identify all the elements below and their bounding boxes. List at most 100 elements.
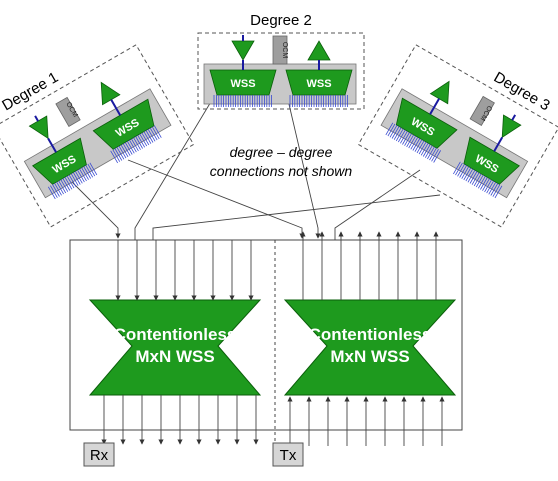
degree-3-wss-left (395, 97, 458, 149)
fiber-port-line (457, 163, 465, 177)
svg-text:WSS: WSS (230, 78, 255, 90)
fiber-port-line (473, 173, 482, 187)
fiber-port-line (484, 179, 492, 193)
fiber-port-line (427, 146, 435, 160)
note-line-2: connections not shown (210, 163, 353, 179)
fiber-port-line (433, 150, 441, 163)
degree-2-group: Degree 2 OCM WSS WSS (197, 12, 365, 110)
fiber-port-line (74, 170, 83, 184)
fiber-port-line (126, 140, 135, 154)
fiber-port-line (453, 161, 461, 175)
fiber-port-line (52, 184, 60, 197)
fiber-port-line (480, 177, 488, 190)
fiber-port-line (465, 168, 474, 182)
fiber-port-line (139, 133, 148, 147)
fiber-port-line (422, 144, 431, 157)
fiber-port-line (393, 127, 402, 140)
tx-input-arrows (287, 396, 445, 446)
fiber-port-line (47, 186, 56, 200)
fiber-port-line (68, 174, 77, 188)
degree-1-wss-right (92, 98, 155, 150)
fiber-port-line (62, 178, 71, 191)
degree-3-preamp-icon (501, 114, 522, 139)
svg-text:OCM: OCM (281, 42, 288, 59)
fiber-port-line (477, 175, 486, 189)
fiber-port-line (385, 122, 394, 136)
contentionless-module-right: Contentionless MxN WSS (283, 299, 457, 396)
fiber-port-line (418, 141, 427, 155)
fiber-port-line (122, 143, 131, 156)
fiber-port-line (153, 125, 162, 138)
fiber-port-line (66, 175, 75, 189)
rx-output-arrows (101, 395, 259, 445)
svg-text:WSS: WSS (306, 78, 331, 90)
degree-1-ocm-box (55, 96, 81, 127)
svg-text:Rx: Rx (90, 447, 109, 464)
fiber-port-line (137, 134, 146, 148)
fiber-port-line (404, 133, 412, 146)
fiber-port-line (120, 144, 129, 158)
fiber-port-line (64, 176, 73, 190)
fiber-port-line (131, 138, 139, 152)
fiber-port-line (118, 145, 127, 159)
svg-text:Tx: Tx (280, 447, 297, 464)
fiber-port-line (114, 148, 123, 161)
fiber-port-line (391, 126, 400, 139)
fiber-port-line (77, 169, 85, 183)
fiber-port-line (79, 168, 87, 182)
fiber-port-line (143, 131, 152, 144)
degree-3-wss-right (463, 136, 520, 185)
degree-3-booster-icon (429, 80, 450, 105)
add-outputs-arrows (300, 231, 439, 300)
fiber-port-line (124, 142, 133, 155)
fiber-port-line (488, 181, 497, 195)
degree-1-preamp-icon (28, 115, 49, 140)
fiber-port-line (475, 174, 484, 188)
fiber-port-line (129, 139, 137, 153)
rx-port-label: Rx (83, 442, 115, 467)
degree-3-fiber-ports (385, 122, 503, 199)
degree-2-frame (197, 32, 365, 110)
fiber-port-line (149, 127, 158, 141)
module-left-line2: MxN WSS (135, 347, 214, 366)
fiber-port-line (469, 171, 478, 184)
fiber-port-line (416, 140, 425, 154)
degree-1-booster-icon (100, 81, 121, 106)
fiber-port-line (420, 142, 429, 156)
fiber-port-line (141, 132, 150, 146)
degree-1-group: OCM WSS WSS Degree 1 (0, 44, 195, 228)
degree-2-fiber-ports (213, 95, 349, 107)
fiber-port-line (402, 132, 410, 145)
fiber-port-line (471, 172, 480, 185)
fiber-port-line (410, 136, 419, 150)
degree-connections (67, 99, 441, 240)
fiber-port-line (414, 139, 423, 152)
note-line-1: degree – degree (230, 144, 333, 160)
fiber-port-line (135, 136, 143, 149)
fiber-port-line (110, 150, 119, 164)
fiber-port-line (406, 134, 414, 148)
fiber-port-line (467, 169, 476, 183)
fiber-port-line (492, 184, 501, 197)
fiber-port-line (85, 164, 94, 178)
fiber-port-line (494, 185, 503, 199)
fiber-port-line (56, 181, 64, 195)
fiber-port-line (387, 123, 396, 137)
module-right-line1: Contentionless (309, 325, 432, 344)
contentionless-module-left: Contentionless MxN WSS (88, 299, 262, 396)
degree-1-label: Degree 1 (0, 69, 61, 115)
fiber-port-line (397, 129, 406, 143)
fiber-port-line (112, 149, 121, 162)
fiber-port-line (400, 130, 408, 144)
fiber-port-line (83, 166, 91, 179)
fiber-port-line (412, 138, 421, 151)
fiber-port-line (72, 172, 81, 185)
fiber-port-line (116, 146, 125, 160)
fiber-port-line (490, 183, 499, 196)
drop-inputs-arrows (115, 240, 254, 301)
module-right-line2: MxN WSS (330, 347, 409, 366)
degree-1-wss-left (32, 137, 87, 185)
fiber-port-line (147, 128, 156, 142)
degree-3-group: OCM WSS WSS Degree 3 (357, 44, 558, 228)
